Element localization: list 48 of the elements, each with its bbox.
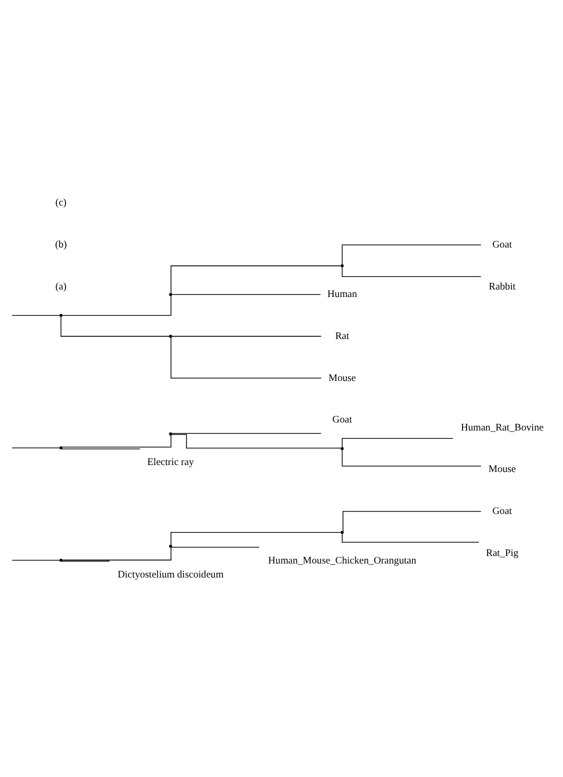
node-text: Rat_Pig	[486, 547, 518, 558]
connector	[62, 434, 172, 448]
connector	[342, 510, 482, 532]
connector	[342, 532, 480, 542]
node-text: Rat	[335, 330, 350, 342]
node-point	[340, 264, 344, 267]
connector	[61, 560, 110, 562]
label: (a)	[55, 280, 67, 292]
connector	[172, 335, 322, 336]
node-text: Dictyostelium discoideum	[118, 569, 224, 580]
node-point	[169, 334, 172, 338]
node-text: Goat	[492, 506, 512, 517]
label: (b)	[55, 239, 67, 250]
node-point	[169, 292, 172, 296]
node-point	[169, 544, 172, 548]
node-text: Electric ray	[147, 456, 194, 468]
connector	[12, 559, 60, 560]
node-text: Human	[327, 288, 358, 300]
node-point	[59, 446, 62, 449]
connector	[62, 546, 172, 560]
node-text: Human_Mouse_Chicken_Orangutan	[268, 555, 416, 566]
node-text: Mouse	[488, 464, 516, 475]
node-point	[340, 446, 344, 450]
connector	[62, 294, 172, 316]
connector	[342, 448, 482, 466]
connector	[170, 336, 322, 378]
connector	[61, 448, 140, 449]
node-text: Human_Rat_Bovine	[460, 422, 544, 433]
node-text: Goat	[332, 414, 352, 426]
node-text: Mouse	[328, 372, 356, 384]
connector	[170, 531, 342, 545]
label: (c)	[55, 197, 67, 208]
connector	[171, 432, 322, 434]
node-text: Rabbit	[488, 280, 516, 292]
connector	[171, 434, 342, 448]
connector	[170, 264, 342, 294]
node-point	[59, 558, 62, 562]
connector	[12, 314, 60, 316]
node-text: Goat	[492, 239, 512, 250]
node-point	[59, 313, 62, 316]
connector	[12, 447, 60, 448]
connector	[342, 244, 482, 265]
connector	[170, 546, 260, 548]
connector	[342, 266, 482, 277]
connector	[342, 437, 454, 448]
connector	[60, 316, 170, 336]
node-point	[340, 530, 344, 534]
node-point	[169, 432, 172, 435]
